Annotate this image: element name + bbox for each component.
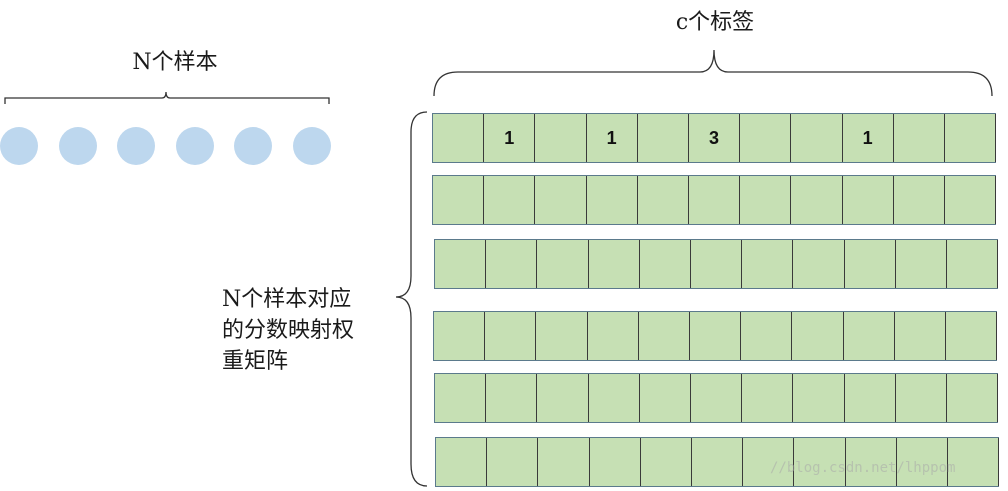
matrix-cell [893, 114, 945, 162]
matrix-cell [536, 312, 588, 360]
matrix-cell [433, 176, 485, 224]
matrix-cell [485, 312, 537, 360]
matrix-cell [486, 374, 538, 422]
matrix-cell: 3 [688, 114, 741, 162]
matrix-caption-line: N个样本对应 [222, 287, 352, 312]
matrix-cell [689, 312, 742, 360]
matrix-cell [487, 438, 539, 486]
watermark: //blog.csdn.net/lhppom [770, 460, 956, 476]
matrix-cell [794, 438, 846, 486]
matrix-row [435, 437, 1000, 487]
sample-circle [175, 127, 214, 165]
labels-title: c个标签 [675, 10, 755, 35]
matrix-cell [588, 374, 640, 422]
matrix-cell [435, 374, 487, 422]
matrix-cell [690, 374, 743, 422]
samples-title: N个样本 [132, 50, 218, 75]
matrix-row [434, 373, 999, 423]
matrix-cell [743, 438, 795, 486]
sample-circle [117, 127, 155, 165]
matrix-cell [947, 438, 1000, 486]
matrix-row [432, 175, 997, 225]
matrix-cell: 1 [484, 114, 536, 162]
matrix-cell [484, 176, 536, 224]
matrix-cell [793, 240, 845, 288]
matrix-cell [895, 240, 947, 288]
matrix-cell [792, 312, 844, 360]
sample-circle [0, 127, 38, 165]
matrix-cell [589, 438, 641, 486]
matrix-caption-line: 的分数映射权 [222, 318, 355, 343]
matrix-brace [395, 111, 428, 487]
matrix-cell [535, 176, 587, 224]
matrix-cell [537, 240, 589, 288]
matrix-cell [433, 114, 485, 162]
matrix-caption: N个样本对应 的分数映射权 重矩阵 [222, 284, 392, 377]
sample-circle [292, 127, 331, 165]
matrix-cell [895, 374, 947, 422]
matrix-cell [587, 312, 639, 360]
matrix-cell [637, 176, 689, 224]
matrix-cell [586, 176, 638, 224]
matrix-cell [945, 312, 998, 360]
matrix-cell [639, 240, 691, 288]
matrix-cell [640, 438, 692, 486]
matrix-cell [946, 240, 999, 288]
matrix-cell [486, 240, 538, 288]
matrix-cell: 1 [842, 114, 894, 162]
matrix-cell [791, 114, 843, 162]
matrix-cell [588, 240, 640, 288]
matrix-row: 1 1 3 1 [432, 113, 997, 163]
matrix-cell [944, 176, 997, 224]
matrix-cell [843, 312, 895, 360]
matrix-cell [946, 374, 999, 422]
matrix-cell [436, 438, 488, 486]
matrix-cell [845, 438, 897, 486]
matrix-row [433, 311, 998, 361]
matrix-caption-line: 重矩阵 [222, 349, 289, 374]
matrix-cell [793, 374, 845, 422]
matrix-cell [434, 312, 486, 360]
matrix-cell [742, 240, 794, 288]
matrix-cell [638, 312, 690, 360]
samples-brace [4, 91, 330, 104]
matrix-cell [896, 438, 948, 486]
matrix-cell [637, 114, 689, 162]
matrix-cell [435, 240, 487, 288]
matrix-cell [537, 374, 589, 422]
matrix-cell [690, 240, 743, 288]
matrix-row [434, 239, 999, 289]
matrix-cell [740, 176, 792, 224]
matrix-cell [842, 176, 894, 224]
matrix-cell [894, 312, 946, 360]
matrix-cell [944, 114, 997, 162]
matrix-cell [741, 312, 793, 360]
matrix-cell [791, 176, 843, 224]
matrix-cell [844, 240, 896, 288]
matrix-cell [742, 374, 794, 422]
matrix-cell: 1 [586, 114, 638, 162]
matrix-cell [688, 176, 741, 224]
matrix-cell [844, 374, 896, 422]
matrix-cell [691, 438, 744, 486]
matrix-cell [535, 114, 587, 162]
labels-brace [433, 49, 993, 97]
matrix-cell [893, 176, 945, 224]
matrix-cell [740, 114, 792, 162]
matrix-cell [538, 438, 590, 486]
matrix-cell [639, 374, 691, 422]
sample-circle [58, 127, 97, 165]
sample-circle [234, 127, 272, 165]
